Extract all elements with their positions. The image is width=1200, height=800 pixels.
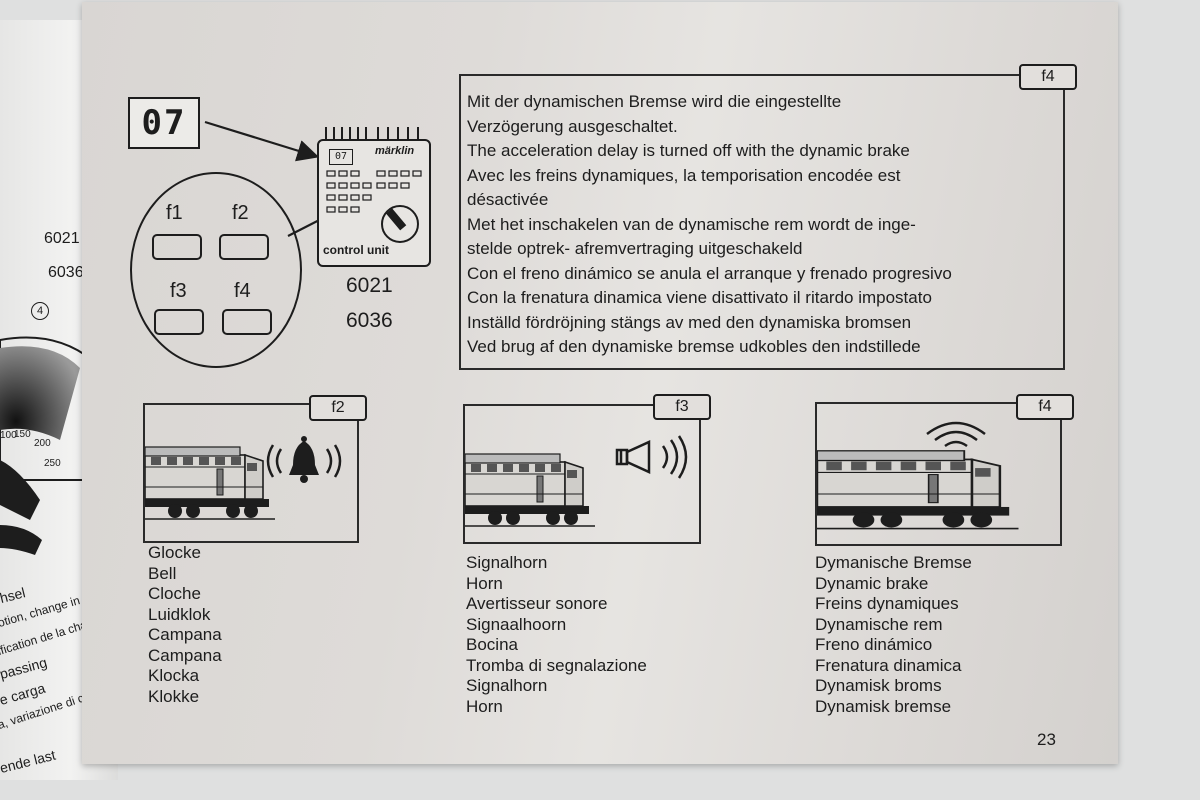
info-line: Con la frenatura dinamica viene disattiv… (467, 288, 932, 307)
device-connector-pins (325, 127, 419, 140)
list-item: Frenatura dinamica (815, 655, 962, 675)
fkey-label-f1: f1 (166, 202, 183, 224)
fkey-label-f2: f2 (232, 202, 249, 224)
dial-tick-100: 100 (0, 430, 17, 441)
device-display: 07 (329, 149, 353, 165)
info-box-text: Mit der dynamischen Bremse wird die eing… (467, 90, 952, 360)
fkey-label-f3: f3 (170, 280, 187, 302)
dial-tick-250: 250 (44, 458, 61, 469)
display-readout: 07 (128, 97, 200, 149)
left-model-6036: 6036 (48, 264, 84, 281)
list-item: Dynamisk broms (815, 676, 942, 695)
dynamic-brake-info-box: f4 Mit der dynamischen Bremse wird die e… (459, 64, 1077, 370)
list-item: Dynamic brake (815, 573, 929, 593)
list-item: Horn (466, 573, 503, 593)
info-line: désactivée (467, 190, 549, 209)
info-line: Con el freno dinámico se anula el arranq… (467, 263, 952, 283)
panel-tag-f2: f2 (309, 395, 367, 421)
info-line: Met het inschakelen van de dynamische re… (467, 214, 916, 234)
info-line: Verzögerung ausgeschaltet. (467, 116, 678, 136)
dial-tick-200: 200 (34, 438, 51, 449)
left-text-line: ende last (0, 746, 58, 776)
device-label: control unit (323, 243, 389, 257)
horn-label-list: Signalhorn Horn Avertisseur sonore Signa… (466, 553, 647, 717)
info-line: Mit der dynamischen Bremse wird die eing… (467, 92, 842, 111)
speed-dial-illustration (0, 336, 93, 555)
info-line: Inställd fördröjning stängs av med den d… (467, 312, 912, 332)
list-item: Signalhorn (466, 553, 548, 572)
info-line: stelde optrek- afremvertraging uitgescha… (467, 239, 803, 258)
left-text-line: passing (0, 654, 49, 682)
panel-horn: f3 (463, 394, 711, 544)
list-item: Horn (466, 696, 503, 716)
dynamic-brake-label-list: Dymanische Bremse Dynamic brake Freins d… (815, 553, 972, 717)
list-item: Glocke (148, 543, 201, 562)
device-brand-logo: märklin (375, 145, 415, 157)
brake-signal-icon (926, 421, 986, 448)
locomotive-illustration (145, 446, 275, 520)
list-item: Signalhorn (466, 676, 548, 695)
list-item: Campana (148, 645, 222, 665)
list-item: Tromba di segnalazione (466, 655, 647, 675)
horn-icon (615, 435, 688, 479)
list-item: Bell (148, 563, 177, 583)
list-item: Klokke (148, 686, 200, 706)
list-item: Luidklok (148, 604, 211, 624)
list-item: Freins dynamiques (815, 594, 959, 613)
device-button-grid (326, 170, 422, 213)
device-speed-knob (381, 205, 419, 243)
fkey-label-f4: f4 (234, 280, 251, 302)
locomotive-illustration (817, 449, 1020, 530)
model-number-6021: 6021 (346, 274, 393, 297)
bell-icon (266, 436, 342, 483)
info-line: Ved brug af den dynamiske bremse udkoble… (467, 337, 921, 356)
list-item: Dymanische Bremse (815, 553, 972, 572)
list-item: Klocka (148, 666, 200, 685)
list-item: Avertisseur sonore (466, 594, 608, 613)
dial-tick-150: 150 (14, 429, 31, 440)
list-item: Dynamische rem (815, 614, 943, 634)
list-item: Freno dinámico (815, 635, 933, 654)
left-model-6021: 6021 (44, 230, 80, 247)
function-key-f1[interactable] (152, 234, 202, 260)
control-unit-device: 07 märklin control unit (317, 139, 431, 267)
locomotive-illustration (465, 453, 595, 527)
model-number-6036: 6036 (346, 309, 393, 332)
list-item: Signaalhoorn (466, 614, 567, 634)
left-text-line: hsel (0, 584, 27, 606)
page-number: 23 (1037, 730, 1056, 749)
function-key-f3[interactable] (154, 309, 204, 335)
panel-tag-f3: f3 (653, 394, 711, 420)
info-line: The acceleration delay is turned off wit… (467, 141, 910, 160)
function-keys-circle (130, 172, 302, 368)
bell-label-list: Glocke Bell Cloche Luidklok Campana Camp… (148, 543, 222, 707)
info-box-tag: f4 (1019, 64, 1077, 90)
function-key-f4[interactable] (222, 309, 272, 335)
panel-dynamic-brake: f4 (815, 394, 1074, 546)
panel-bell: f2 (143, 395, 367, 543)
list-item: Bocina (466, 635, 518, 654)
info-line: Avec les freins dynamiques, la temporisa… (467, 165, 901, 185)
list-item: Cloche (148, 584, 201, 603)
list-item: Campana (148, 625, 222, 644)
function-key-f2[interactable] (219, 234, 269, 260)
left-circled-number: 4 (31, 302, 49, 320)
panel-tag-f4: f4 (1016, 394, 1074, 420)
list-item: Dynamisk bremse (815, 696, 952, 716)
